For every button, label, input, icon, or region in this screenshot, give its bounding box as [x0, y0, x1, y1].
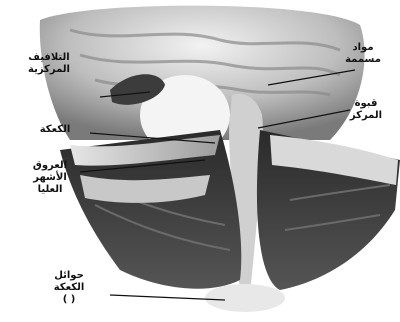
label-bottom: حوائل الكعكة ( ) — [30, 270, 108, 306]
label-mid-left: الكعكة — [22, 124, 88, 136]
label-top-left: التلافيف المركزية — [12, 52, 86, 76]
bottom-structure — [205, 284, 285, 312]
label-top-right: مواد مسممة — [328, 42, 398, 66]
label-left: العروق الأشهر العليا — [22, 160, 78, 196]
label-mid-right: قبوة المركز — [334, 98, 398, 122]
